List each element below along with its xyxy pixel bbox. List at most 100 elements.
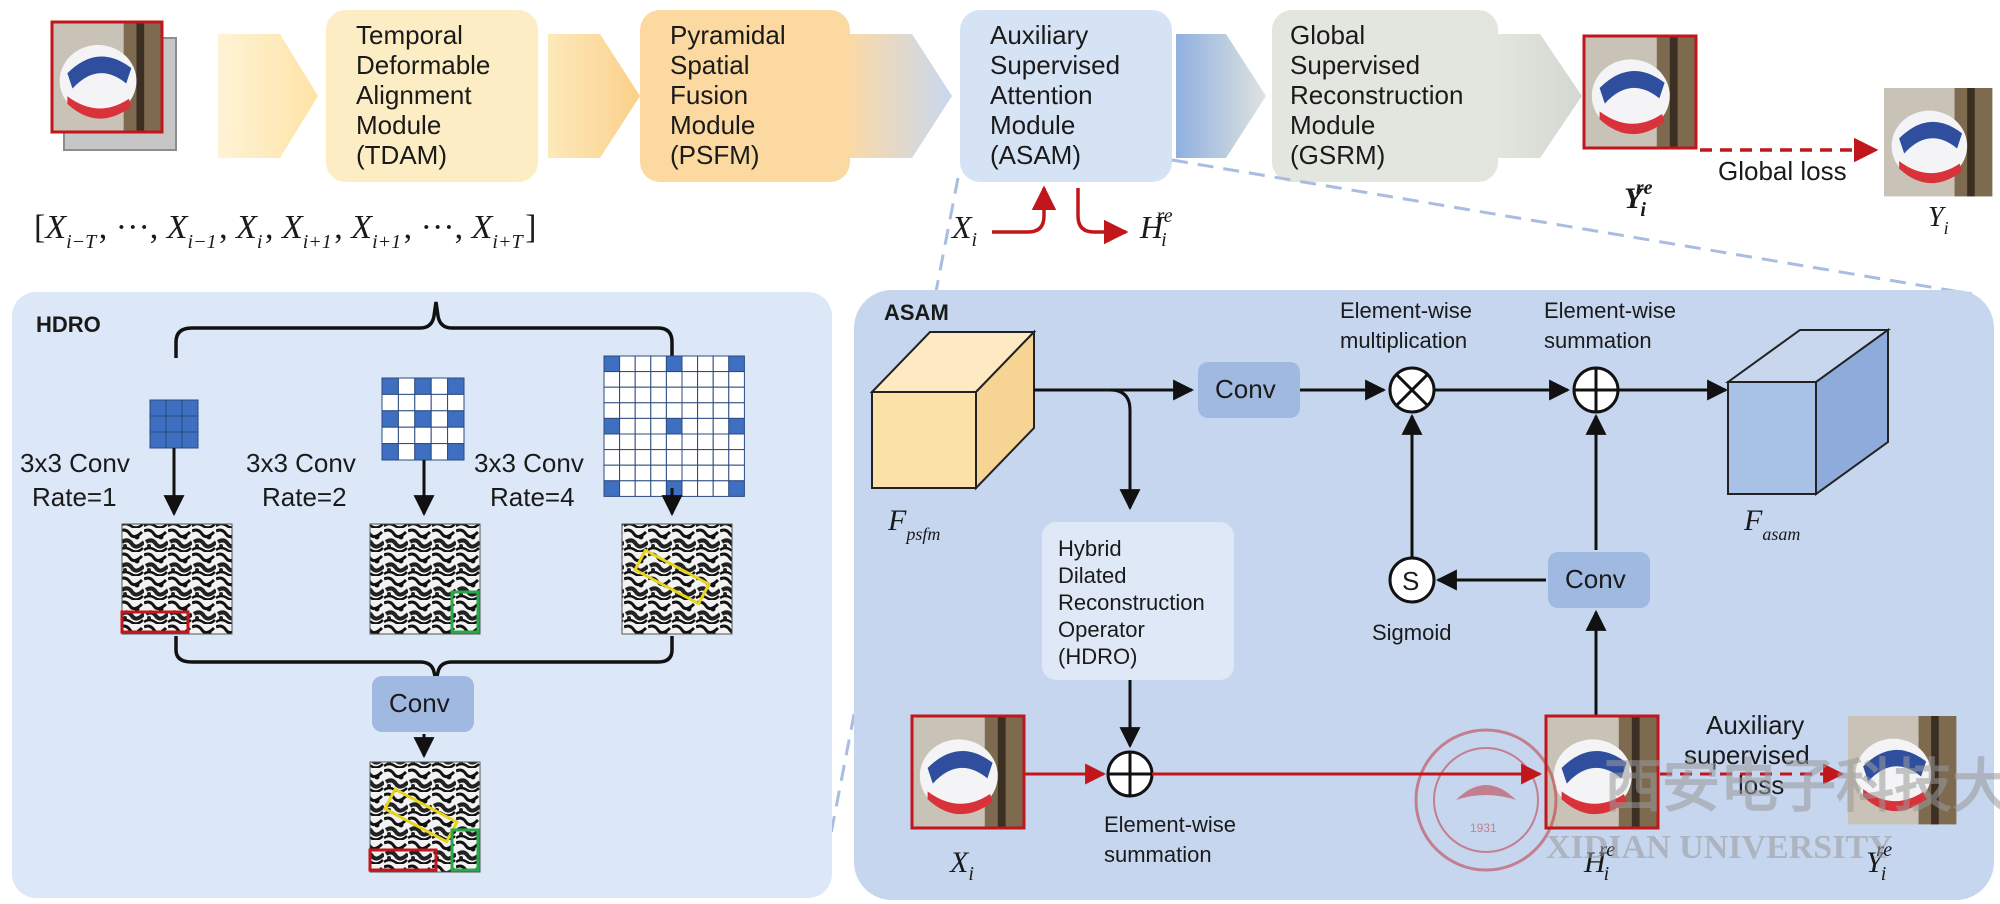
kernel-cell	[381, 377, 399, 395]
kernel-cell	[728, 417, 745, 435]
flow-arrow-4	[1176, 34, 1266, 158]
kernel-cell	[165, 415, 183, 433]
module-label-line: Spatial	[670, 50, 750, 80]
module-label-line: (GSRM)	[1290, 140, 1385, 170]
kernel-cell	[728, 464, 745, 482]
f-asam-label: Fasam	[1743, 504, 1800, 544]
seq-item: X	[43, 209, 67, 246]
module-label-line: Pyramidal	[670, 20, 786, 50]
kernel-cell	[665, 371, 683, 388]
sum-operator-bottom	[1106, 750, 1154, 798]
kernel-cell	[430, 426, 449, 445]
kernel-cell	[414, 410, 432, 428]
hdro-top-brace	[174, 301, 674, 358]
kernel-cell	[681, 449, 699, 466]
kernel-cell	[712, 386, 730, 404]
feature-map-rate-2	[369, 523, 481, 635]
module-label-line: Dilated	[1058, 563, 1126, 588]
mult-operator	[1388, 366, 1436, 414]
asam-xi-image	[910, 714, 1026, 830]
module-label-line: Module	[1290, 110, 1375, 140]
kernel-cell	[603, 402, 621, 419]
kernel-cell	[728, 480, 745, 497]
kernel-cell	[619, 402, 636, 419]
university-seal-watermark: 1931	[1414, 728, 1558, 872]
kernel-cell	[619, 480, 636, 497]
kernel-cell	[650, 355, 667, 373]
asam-title: ASAM	[884, 300, 949, 325]
sum-operator-top	[1572, 366, 1620, 414]
asam-hre-label: Hire	[1583, 839, 1615, 885]
module-label-line: Supervised	[1290, 50, 1420, 80]
kernel-cell	[634, 480, 652, 497]
kernel-cell	[681, 402, 699, 419]
module-label-line: Reconstruction	[1290, 80, 1463, 110]
seq-item: X	[165, 209, 189, 246]
top-xi-label: Xi	[950, 209, 977, 251]
kernel-cell	[728, 402, 745, 419]
kernel-cell	[149, 431, 167, 449]
yi-label: Yi	[1928, 202, 1949, 238]
kernel-cell	[447, 426, 465, 445]
kernel-cell	[712, 480, 730, 497]
kernel-cell	[650, 449, 667, 466]
kernel-cell	[681, 464, 699, 482]
kernel-cell	[397, 443, 416, 461]
module-label-line: Attention	[990, 80, 1093, 110]
kernel-cell	[728, 355, 745, 373]
kernel-cell	[619, 386, 636, 404]
module-label-line: Deformable	[356, 50, 490, 80]
kernel-cell	[603, 355, 621, 373]
module-label-line: Module	[356, 110, 441, 140]
asam-conv-right	[1548, 552, 1650, 608]
module-label-line: (PSFM)	[670, 140, 760, 170]
module-label-line: Fusion	[670, 80, 748, 110]
kernel-cell	[728, 449, 745, 466]
module-label-line: Auxiliary	[990, 20, 1088, 50]
kernel-cell	[619, 371, 636, 388]
seq-sub: i+1	[372, 231, 401, 253]
module-label-line: (ASAM)	[990, 140, 1081, 170]
hdro-operator-box	[1042, 522, 1234, 680]
seq-ellipsis: ···	[421, 209, 455, 246]
kernel-cell	[650, 386, 667, 404]
seq-sub: i+T	[492, 231, 524, 253]
seq-sub: i−T	[66, 231, 98, 253]
gsrm-box	[1272, 10, 1498, 182]
kernel-cell	[712, 433, 730, 451]
kernel-cell	[697, 480, 714, 497]
kernel-cell	[728, 433, 745, 451]
dilation-grid-rate-1	[149, 399, 199, 449]
kernel-cell	[414, 426, 432, 445]
flow-arrow-1	[218, 34, 318, 158]
kernel-cell	[397, 410, 416, 428]
kernel-cell	[697, 417, 714, 435]
zoom-line-right	[1171, 158, 1973, 296]
yre-label: Yire	[1624, 177, 1653, 221]
f-asam-cube	[1724, 328, 1892, 496]
kernel-cell	[634, 464, 652, 482]
seq-item: X	[280, 209, 304, 246]
kernel-cell	[619, 417, 636, 435]
kernel-cell	[665, 433, 683, 451]
kernel-cell	[634, 433, 652, 451]
flow-arrow-2	[548, 34, 640, 158]
seq-ellipsis: ···	[116, 209, 150, 246]
kernel-cell	[650, 464, 667, 482]
seq-item: X	[234, 209, 258, 246]
kernel-cell	[634, 355, 652, 373]
kernel-cell	[430, 377, 449, 395]
kernel-cell	[603, 449, 621, 466]
kernel-cell	[728, 386, 745, 404]
